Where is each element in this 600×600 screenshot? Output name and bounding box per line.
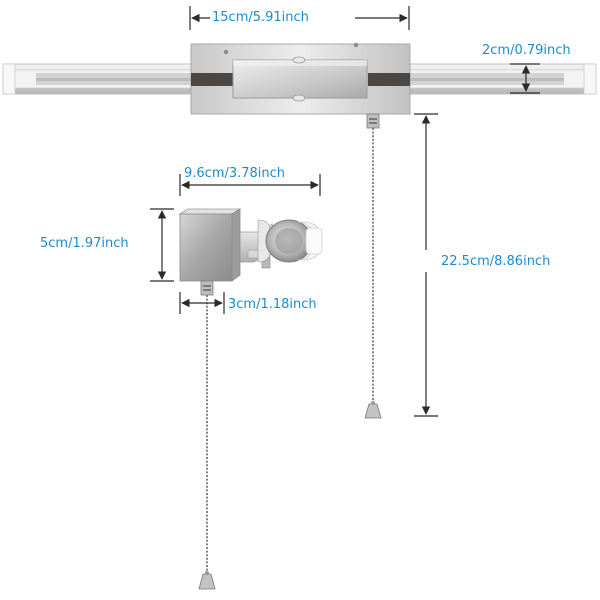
dim-single-height-line [150, 208, 174, 282]
dim-chain-length-line [414, 113, 438, 417]
single-base-cube [178, 208, 242, 282]
top-fixture [2, 42, 597, 419]
dim-bar-height-label: 2cm/0.79inch [482, 43, 571, 58]
dim-single-height-label: 5cm/1.97inch [40, 236, 129, 251]
dimension-lines [150, 6, 540, 417]
dim-top-width-line [189, 6, 410, 30]
dim-single-width-line [179, 174, 321, 196]
dim-top-width-label: 15cm/5.91inch [212, 10, 309, 25]
dim-base-depth-label: 3cm/1.18inch [228, 297, 317, 312]
dim-single-width-label: 9.6cm/3.78inch [184, 166, 286, 181]
top-center-box [232, 56, 368, 102]
top-pull-switch [364, 113, 382, 419]
dim-chain-length-label: 22.5cm/8.86inch [441, 254, 551, 269]
single-pull-switch [198, 280, 216, 590]
single-fixture [178, 208, 323, 590]
single-lamp-head [257, 219, 323, 263]
dim-bar-height-line [510, 63, 540, 94]
dim-base-depth-line [179, 292, 225, 314]
